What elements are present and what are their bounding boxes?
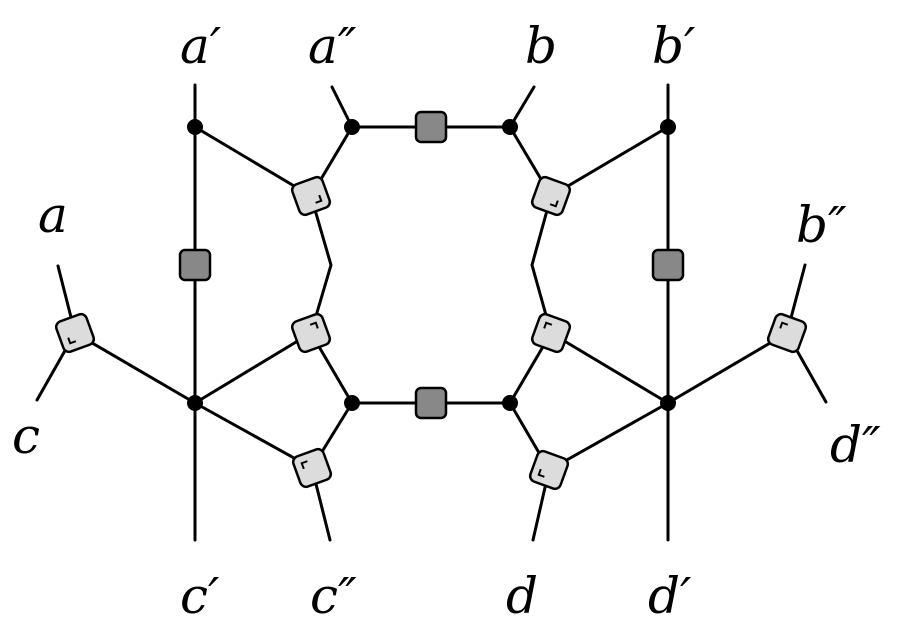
tensor-dark-left xyxy=(178,248,212,282)
node-inner-right-bottom xyxy=(502,395,518,411)
tensor-light-lower-left xyxy=(291,447,333,489)
node-left-bottom xyxy=(187,395,203,411)
edge-upper-left-sq-path xyxy=(309,125,354,335)
edge-rb-node-to-lower-right-sq xyxy=(547,401,670,472)
tensor-dark-right xyxy=(651,248,685,282)
light-tensors xyxy=(54,175,808,491)
edge-lb-node-to-lower-left-sq xyxy=(193,401,314,470)
node-right-top xyxy=(660,119,676,135)
label-c-double-prime: c″ xyxy=(310,567,357,625)
tensor-light-lower-right xyxy=(528,449,570,491)
node-left-top xyxy=(187,119,203,135)
nodes xyxy=(187,119,676,411)
edge-lb-node-to-mid-left-sq xyxy=(193,331,313,405)
tensor-light-far-left xyxy=(54,312,96,354)
label-a-prime: a′ xyxy=(180,17,222,75)
label-c: c xyxy=(12,407,40,465)
tensor-light-far-right xyxy=(766,312,808,354)
labels: a′ a″ b b′ c′ c″ d d′ a c b″ d″ xyxy=(12,17,881,625)
edge-lt-node-to-upper-left-sq xyxy=(193,125,313,198)
dark-tensors xyxy=(178,110,685,420)
edge-right-square-to-node xyxy=(666,331,789,405)
tensor-light-upper-right xyxy=(530,175,572,217)
label-d-prime: d′ xyxy=(648,567,692,625)
tensor-light-upper-left xyxy=(290,175,332,217)
tensor-dark-bottom xyxy=(414,386,448,420)
label-a-double-prime: a″ xyxy=(308,17,357,75)
node-inner-left-top xyxy=(344,119,360,135)
node-inner-left-bottom xyxy=(344,395,360,411)
label-d-double-prime: d″ xyxy=(830,416,881,474)
label-c-prime: c′ xyxy=(180,567,220,625)
edge-upper-right-sq-path xyxy=(508,125,553,335)
tensor-light-mid-left xyxy=(290,312,332,354)
label-d: d xyxy=(506,567,538,625)
label-b-double-prime: b″ xyxy=(796,196,847,254)
edge-rb-node-to-mid-right-sq xyxy=(549,331,670,405)
edge-rt-node-to-upper-right-sq xyxy=(549,125,670,198)
edges xyxy=(35,83,828,542)
tensor-dark-top xyxy=(414,110,448,144)
edge-left-square-to-node xyxy=(73,331,197,405)
label-a: a xyxy=(38,186,68,244)
label-b: b xyxy=(525,17,557,75)
label-b-prime: b′ xyxy=(652,17,696,75)
node-right-bottom xyxy=(660,395,676,411)
node-inner-right-top xyxy=(502,119,518,135)
tensor-light-mid-right xyxy=(530,312,572,354)
